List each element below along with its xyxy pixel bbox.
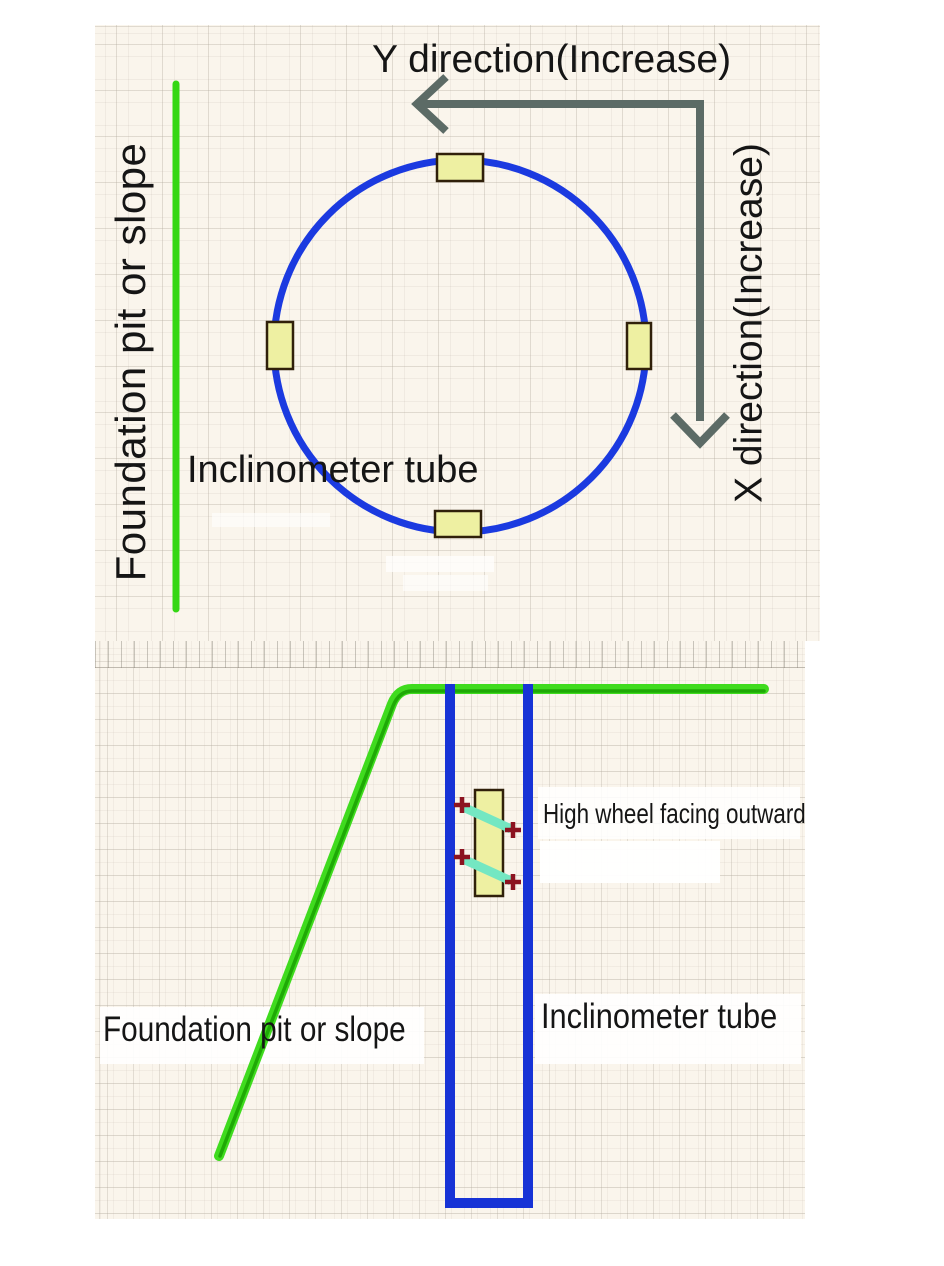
- label-smear: [403, 575, 488, 591]
- groove-top: [435, 152, 485, 183]
- label-smear: [386, 556, 494, 572]
- ground-and-slope-core: [218, 689, 766, 1158]
- wheel-markers: [454, 797, 521, 890]
- axis-arrow-line: [418, 100, 704, 421]
- ground-and-slope-line: [214, 684, 769, 1161]
- graph-paper-tick-band: [95, 641, 805, 668]
- wheel-plus-icon: [454, 797, 470, 813]
- x-direction-label: X direction(Increase): [727, 143, 771, 503]
- probe-wheel-axle-top: [461, 802, 513, 834]
- label-background: [540, 841, 720, 883]
- label-smear: [212, 513, 330, 527]
- groove-left: [265, 320, 295, 371]
- side-foundation-label: Foundation pit or slope: [103, 1010, 406, 1049]
- side-tube-label: Inclinometer tube: [541, 997, 778, 1036]
- groove-bottom: [433, 509, 483, 539]
- groove-right: [625, 321, 653, 371]
- probe-wheel-axle-bottom: [461, 854, 513, 886]
- x-arrowhead-icon: [670, 412, 730, 449]
- high-wheel-note-label: High wheel facing outward: [543, 798, 806, 829]
- label-background: [538, 787, 800, 839]
- wheel-plus-icon: [505, 822, 521, 838]
- top-tube-label: Inclinometer tube: [187, 449, 479, 491]
- wheel-plus-icon: [505, 874, 521, 890]
- probe-body: [473, 788, 505, 898]
- top-foundation-label: Foundation pit or slope: [106, 142, 154, 582]
- inclinometer-tube-section: [445, 684, 533, 1208]
- wheel-plus-icon: [454, 849, 470, 865]
- y-arrowhead-icon: [411, 74, 449, 134]
- y-direction-label: Y direction(Increase): [372, 38, 732, 81]
- label-background: [535, 994, 801, 1064]
